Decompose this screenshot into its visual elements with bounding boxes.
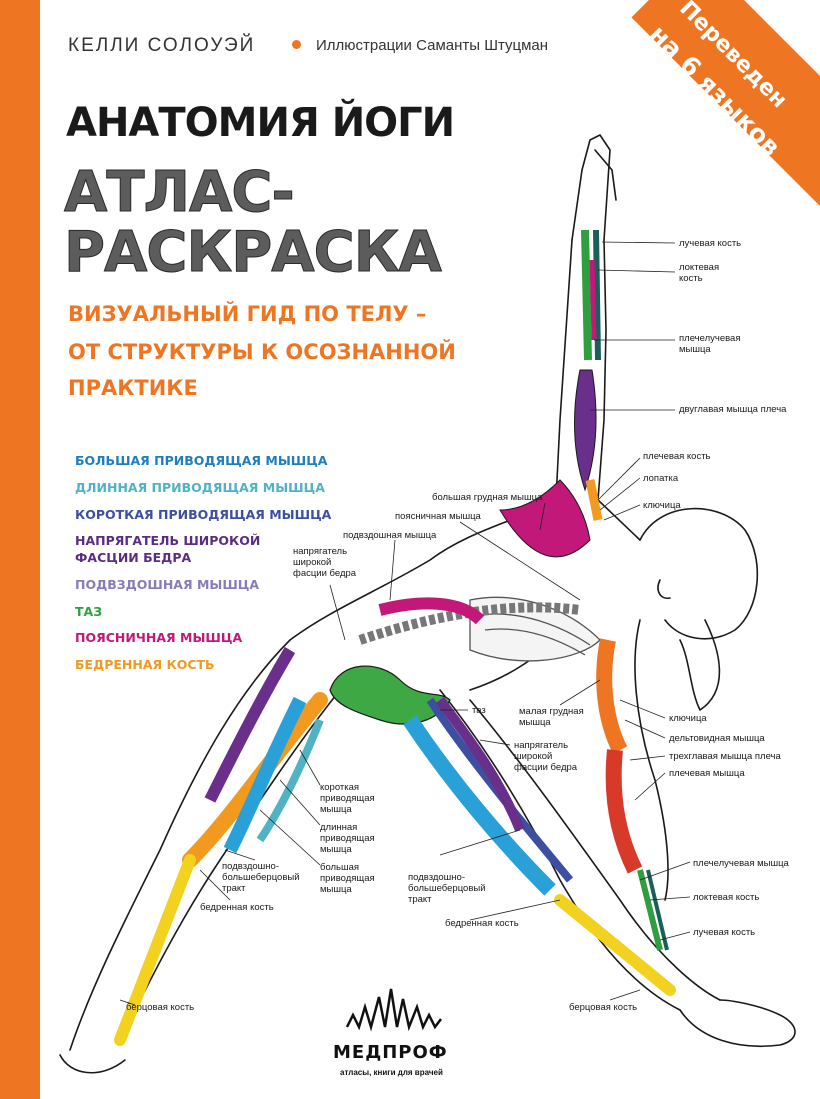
label-adductor-magnus-2: приводящая [320,873,375,884]
author-name: КЕЛЛИ СОЛОУЭЙ [68,35,256,56]
label-brachioradialis-bottom: плечелучевая мышца [693,858,789,869]
label-deltoid: дельтовидная мышца [669,733,765,744]
label-tibia-front: берцовая кость [569,1002,638,1013]
publisher-tagline: атласы, книги для врачей [340,1068,443,1077]
label-it-band-back-1: подвздошно- [222,861,279,872]
legend-item-pelvis: ТАЗ [75,604,103,619]
subtitle-line-3: ПРАКТИКЕ [68,376,198,400]
legend-item-femur: БЕДРЕННАЯ КОСТЬ [75,657,215,672]
label-it-band-front-3: тракт [408,894,432,905]
label-pectoralis-major: большая грудная мышца [432,492,543,503]
label-brachialis: плечевая мышца [669,768,745,779]
label-psoas: поясничная мышца [395,511,481,522]
label-ulna-top-2: кость [679,273,703,284]
legend-item-psoas: ПОЯСНИЧНАЯ МЫШЦА [75,630,243,645]
label-clavicle-bottom: ключица [669,713,707,724]
subtitle-line-2: ОТ СТРУКТУРЫ К ОСОЗНАННОЙ [68,340,456,364]
label-it-band-back-3: тракт [222,883,246,894]
label-adductor-brevis-1: короткая [320,782,360,793]
subtitle-line-1: ВИЗУАЛЬНЫЙ ГИД ПО ТЕЛУ – [68,302,427,326]
label-adductor-magnus-1: большая [320,862,360,873]
label-iliacus: подвздошная мышца [343,530,437,541]
label-adductor-longus-2: приводящая [320,833,375,844]
legend-item-adductor-magnus: БОЛЬШАЯ ПРИВОДЯЩАЯ МЫШЦА [75,453,328,468]
label-femur-front: бедренная кость [445,918,519,929]
label-triceps: трехглавая мышца плеча [669,751,781,762]
label-it-band-back-2: большеберцовый [222,872,300,883]
legend-item-adductor-brevis: КОРОТКАЯ ПРИВОДЯЩАЯ МЫШЦА [75,507,332,522]
label-pectoralis-minor-2: мышца [519,717,551,728]
book-spine-band [0,0,40,1099]
title-line-2: АТЛАС- [64,160,296,226]
title-line-3: РАСКРАСКА [64,220,443,286]
label-femur-back: бедренная кость [200,902,274,913]
label-pectoralis-minor-1: малая грудная [519,706,584,717]
label-adductor-longus-1: длинная [320,822,358,833]
label-adductor-longus-3: мышца [320,844,352,855]
label-tfl-back-2: широкой [293,557,332,568]
legend-item-tensor-fasciae-1: НАПРЯГАТЕЛЬ ШИРОКОЙ [75,533,261,548]
label-radius-bottom: лучевая кость [693,927,756,938]
label-brachioradialis-top-1: плечелучевая [679,333,741,344]
title-line-1: АНАТОМИЯ ЙОГИ [66,100,455,146]
label-scapula: лопатка [643,473,679,484]
legend-item-tensor-fasciae-2: ФАСЦИИ БЕДРА [75,550,192,565]
label-adductor-brevis-3: мышца [320,804,352,815]
label-it-band-front-2: большеберцовый [408,883,486,894]
label-humerus-top: плечевая кость [643,451,711,462]
label-tfl-back-3: фасции бедра [293,568,357,579]
label-clavicle-top: ключица [643,500,681,511]
label-biceps: двуглавая мышца плеча [679,404,787,415]
label-tfl-front-2: широкой [514,751,553,762]
label-radius-top: лучевая кость [679,238,742,249]
label-tfl-front-1: напрягатель [514,740,569,751]
label-tfl-front-3: фасции бедра [514,762,578,773]
label-tibia-back: берцовая кость [126,1002,195,1013]
illustrator-credit: Иллюстрации Саманты Штуцман [316,37,549,54]
separator-dot [292,40,301,49]
label-tfl-back-1: напрягатель [293,546,348,557]
label-adductor-magnus-3: мышца [320,884,352,895]
label-ulna-bottom: локтевая кость [693,892,760,903]
label-ulna-top-1: локтевая [679,262,720,273]
label-it-band-front-1: подвздошно- [408,872,465,883]
label-pelvis: таз [472,705,486,716]
legend-item-adductor-longus: ДЛИННАЯ ПРИВОДЯЩАЯ МЫШЦА [75,480,325,495]
publisher-logo-icon [345,988,442,1032]
publisher-name: МЕДПРОФ [333,1042,448,1063]
label-adductor-brevis-2: приводящая [320,793,375,804]
legend-item-iliacus: ПОДВЗДОШНАЯ МЫШЦА [75,577,260,592]
label-brachioradialis-top-2: мышца [679,344,711,355]
